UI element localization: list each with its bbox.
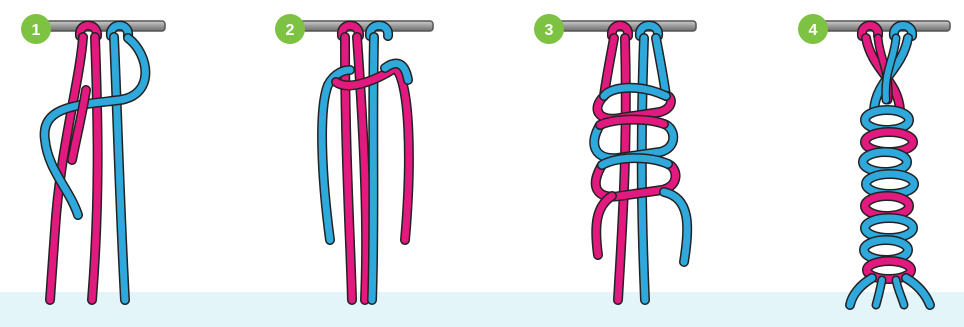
- step-badge-icon: 2: [275, 14, 305, 44]
- step-4-panel: 4: [798, 14, 950, 305]
- step-1-panel: 1: [21, 14, 165, 300]
- knot-icon: [863, 110, 914, 279]
- step-3-panel: 3: [534, 14, 696, 300]
- step-2-number: 2: [286, 22, 295, 39]
- step-4-number: 4: [809, 22, 818, 39]
- step-badge-icon: 3: [534, 14, 564, 44]
- knot-icon: [594, 120, 673, 159]
- step-4-cords: [850, 26, 930, 306]
- step-1-cords: [45, 26, 146, 301]
- step-3-cords: [594, 26, 687, 301]
- step-2-panel: 2: [275, 14, 433, 300]
- knot-icon: [597, 88, 670, 119]
- step-1-number: 1: [32, 22, 41, 39]
- step-3-number: 3: [545, 22, 554, 39]
- step-badge-icon: 1: [21, 14, 51, 44]
- step-badge-icon: 4: [798, 14, 828, 44]
- step-2-cords: [322, 26, 409, 301]
